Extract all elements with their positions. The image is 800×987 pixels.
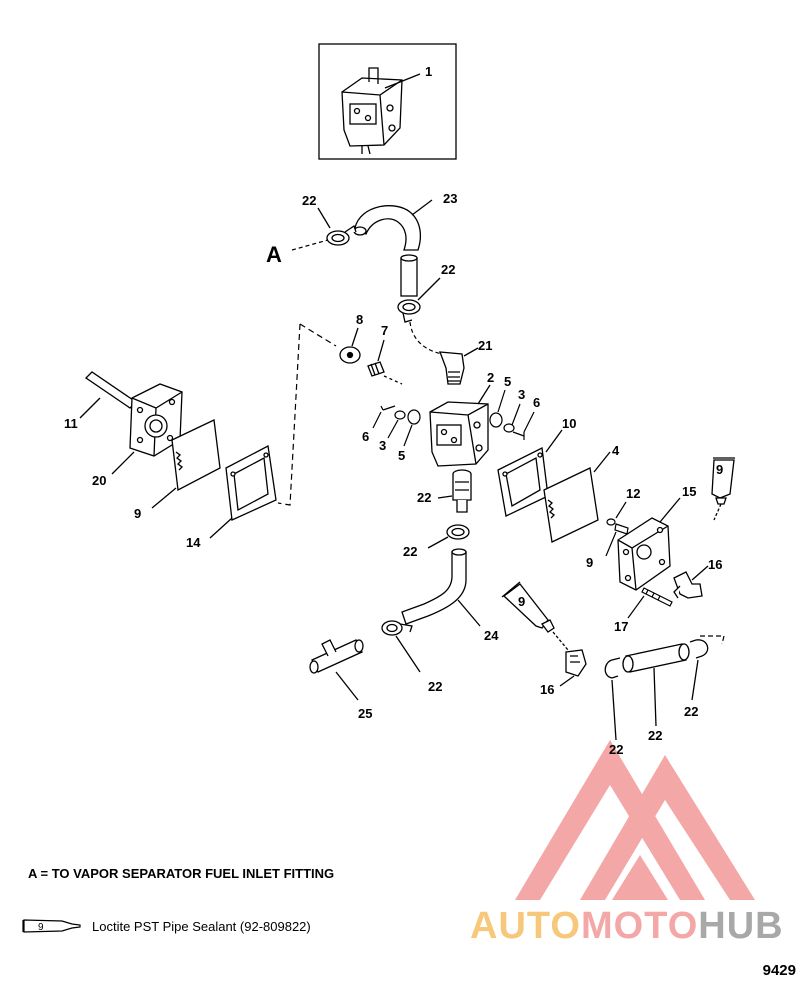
watermark-logo-mark: [515, 740, 755, 900]
callout-20: 22: [417, 490, 431, 505]
hose-clamp-22-lower-right-b: [689, 639, 709, 701]
fuel-hose-23: [353, 199, 433, 251]
hose-segment-upper: [400, 254, 418, 297]
tee-fitting-25: [309, 639, 364, 701]
callout-21: 22: [648, 728, 662, 743]
sealant-tube-lower: [501, 581, 569, 651]
watermark-part-2: MOTO: [580, 905, 699, 947]
callout-11: 9: [134, 506, 141, 521]
sealant-tube-upper: [711, 457, 735, 521]
sealant-legend: 9 Loctite PST Pipe Sealant (92-809822): [22, 918, 311, 934]
callout-6-right: 6: [533, 395, 540, 410]
callout-2: 2: [487, 370, 494, 385]
hose-clamp-22-lower-right-a: [604, 657, 621, 741]
assembly-bracket-left: [277, 323, 337, 506]
callout-19: 21: [478, 338, 492, 353]
callout-25: 25: [358, 706, 372, 721]
fuel-hose-24: [401, 548, 481, 627]
callout-22-lower-right-b: 22: [684, 704, 698, 719]
fuel-pump-body-2: [429, 384, 491, 467]
sealant-tube-icon: 9: [22, 919, 81, 933]
callout-6-left: 6: [362, 429, 369, 444]
hose-clamp-22-lower-mid: [427, 524, 470, 549]
watermark-part-3: HUB: [698, 905, 784, 947]
callout-8: 8: [356, 312, 363, 327]
elbow-fitting-16-right: [673, 565, 709, 599]
hose-clamp-22-upper-left: [317, 207, 357, 246]
screw-17: [627, 587, 673, 619]
callout-16-left: 16: [540, 682, 554, 697]
point-a-leader: [291, 239, 329, 251]
small-parts-left-of-pump: [372, 405, 421, 447]
callout-24: 24: [484, 628, 499, 643]
callout-22-lower-mid: 22: [403, 544, 417, 559]
hose-clamp-22-upper-right: [397, 277, 441, 323]
callout-9: 9: [586, 555, 593, 570]
small-parts-right-of-pump: [489, 389, 535, 440]
callout-1: 1: [425, 64, 432, 79]
callout-22-upper-right: 22: [441, 262, 455, 277]
callout-22-upper-left: 22: [302, 193, 316, 208]
diaphragm-11: [151, 419, 221, 509]
watermark-text: AUTOMOTOHUB: [470, 905, 784, 948]
elbow-fitting-16-left: [559, 649, 587, 687]
callout-13: 10: [562, 416, 576, 431]
callout-3-right: 3: [518, 387, 525, 402]
routing-line-fitting: [409, 321, 449, 356]
hose-clamp-22-lower-left: [381, 620, 421, 673]
callout-22-lower-right-a: 22: [609, 742, 623, 757]
callout-5-left: 5: [398, 448, 405, 463]
gasket-13: [497, 429, 563, 517]
elbow-fitting-19: [439, 347, 479, 385]
watermark-part-1: AUTO: [470, 905, 581, 947]
gasket-14: [209, 444, 277, 539]
legend-symbol: 9: [38, 922, 44, 933]
callout-12: 11: [64, 416, 78, 431]
callout-10: 12: [626, 486, 640, 501]
callout-14: 14: [186, 535, 201, 550]
legend-text: Loctite PST Pipe Sealant (92-809822): [92, 918, 311, 934]
callout-17: 17: [614, 619, 628, 634]
screw-washer-9-10: [605, 501, 629, 557]
callout-16-right: 16: [708, 557, 722, 572]
callout-7: 7: [381, 323, 388, 338]
diaphragm-washer-8: [339, 327, 361, 364]
pump-cover-15: [617, 497, 681, 591]
fuel-hose-21: [622, 643, 690, 727]
callout-4: 4: [612, 443, 620, 458]
vapor-separator-note: A = TO VAPOR SEPARATOR FUEL INLET FITTIN…: [28, 866, 335, 881]
sealant-tube-lower-label: 9: [518, 594, 525, 609]
callout-18: 20: [92, 473, 106, 488]
inset-box-pump-assembly: [318, 43, 457, 160]
figure-number: 9429: [762, 962, 796, 979]
spring-screw-7: [367, 339, 403, 385]
callout-23: 23: [443, 191, 457, 206]
callout-5-right: 5: [504, 374, 511, 389]
callout-22-lower-left: 22: [428, 679, 442, 694]
callout-3-left: 3: [379, 438, 386, 453]
point-a-label: A: [266, 242, 282, 267]
diaphragm-4: [543, 451, 611, 543]
callout-15: 15: [682, 484, 696, 499]
assembly-bracket-right: [700, 635, 725, 645]
sealant-tube-upper-label: 9: [716, 462, 723, 477]
hose-fitting-20: [437, 469, 472, 513]
pump-cover-18: [79, 371, 183, 475]
